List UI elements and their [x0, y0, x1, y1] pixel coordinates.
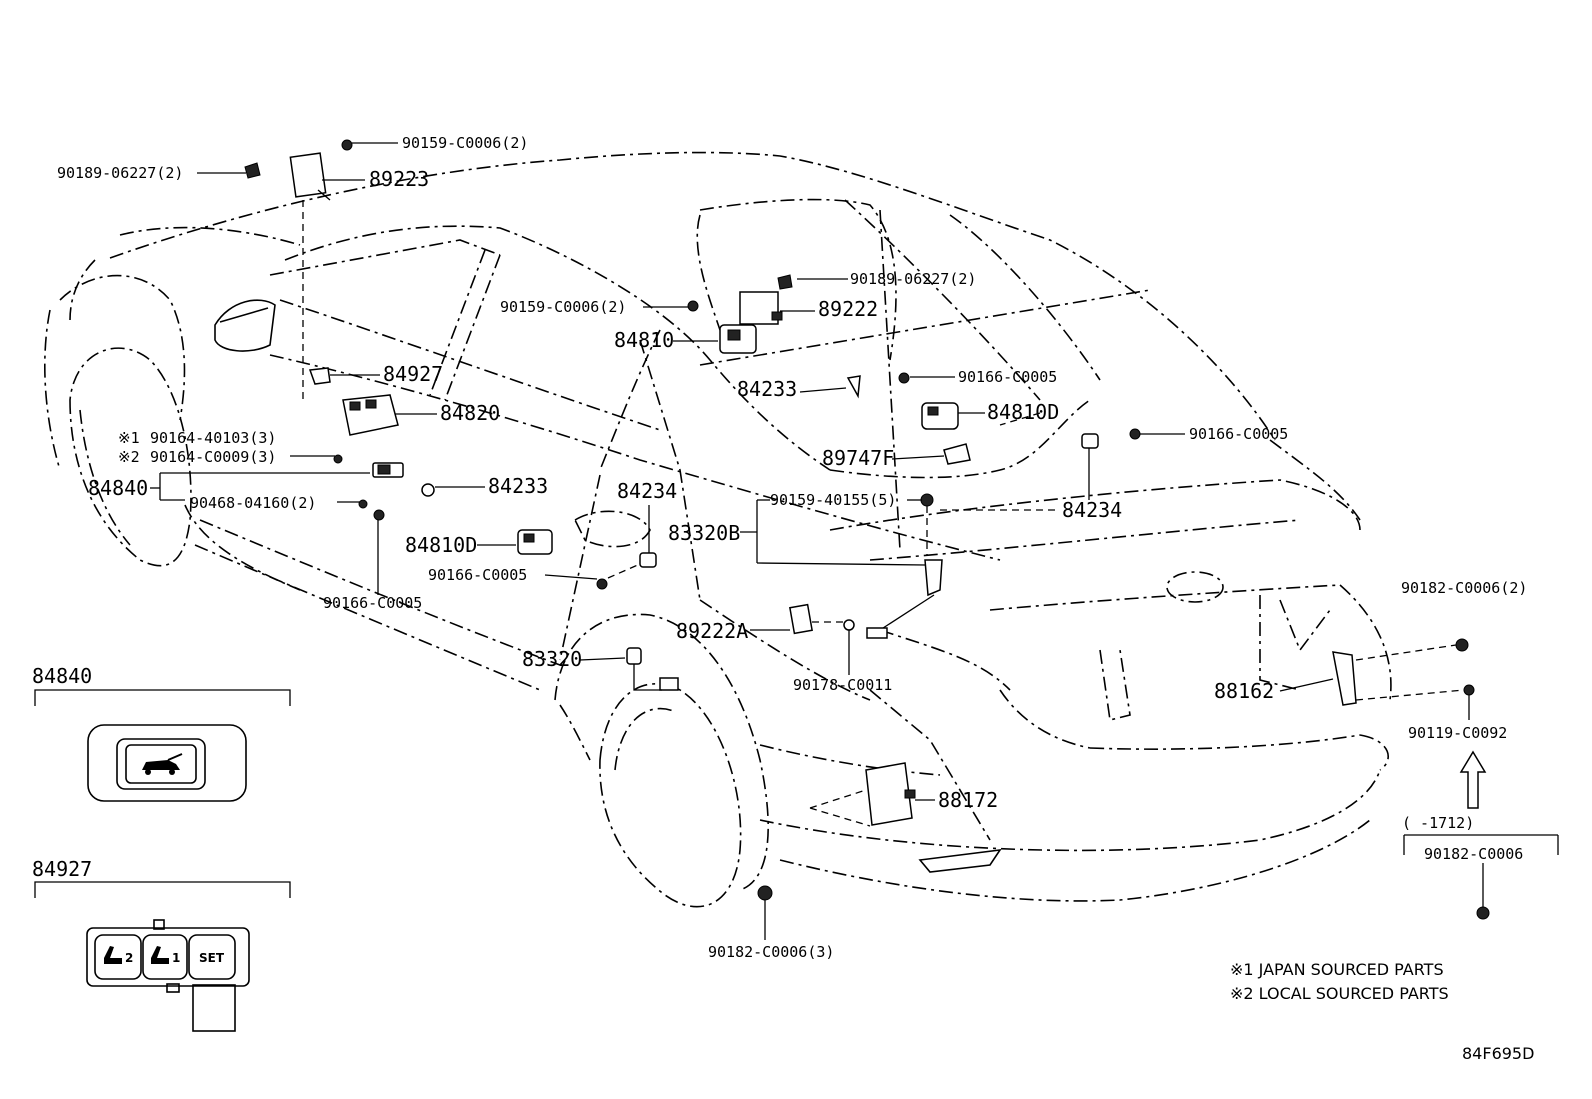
- label-90159-top: 90159-C0006(2): [402, 134, 528, 152]
- label-90166-b: 90166-C0005: [1189, 425, 1288, 443]
- up-arrow-icon: [1459, 750, 1487, 809]
- memory-button-2-label: 2: [125, 951, 133, 965]
- detail-84927: 84927 2 1 SET: [32, 857, 291, 1032]
- part-88172-module: [865, 762, 916, 826]
- part-84233-left: [421, 483, 435, 497]
- part-cable-connector: [866, 627, 888, 639]
- part-84840-switch: [372, 462, 404, 478]
- label-90182-r: 90182-C0006(2): [1401, 579, 1527, 597]
- part-90166-mid: [596, 578, 608, 590]
- part-screw-90468: [358, 499, 368, 509]
- mark-2: ※2: [118, 448, 140, 466]
- label-90182-bottom: 90182-C0006(3): [708, 943, 834, 961]
- part-89747F: [943, 443, 971, 465]
- detail-84927-title: 84927: [32, 857, 92, 881]
- part-90182-nut-r: [1455, 638, 1469, 652]
- label-84234-mid: 84234: [617, 479, 677, 503]
- note-japan-sourced: ※1 JAPAN SOURCED PARTS: [1230, 960, 1444, 979]
- label-84927: 84927: [383, 362, 443, 386]
- label-89747F: 89747F: [822, 446, 894, 470]
- seat-icon: [104, 946, 122, 964]
- part-84810D-right: [921, 402, 959, 430]
- part-90166-b: [1129, 428, 1141, 440]
- memory-button-2: 2: [94, 934, 142, 980]
- car-body-outline: [44, 151, 1392, 908]
- label-90189-mid: 90189-06227(2): [850, 270, 976, 288]
- seat-icon: [151, 946, 169, 964]
- mark-1: ※1: [118, 429, 140, 447]
- label-84234-right: 84234: [1062, 498, 1122, 522]
- label-90166-c: 90166-C0005: [428, 566, 527, 584]
- label-90166-d: 90166-C0005: [323, 594, 422, 612]
- part-screw-90164: [333, 454, 343, 464]
- part-83320-latch: [626, 647, 679, 691]
- part-83320B-latch: [879, 559, 943, 631]
- label-84233-right: 84233: [737, 377, 797, 401]
- memory-button-1-label: 1: [172, 951, 180, 965]
- memory-set-button: SET: [188, 934, 236, 980]
- part-bolt-90159-mid: [687, 300, 699, 312]
- label-90166-a: 90166-C0005: [958, 368, 1057, 386]
- label-90178: 90178-C0011: [793, 676, 892, 694]
- part-89223-module: [289, 152, 331, 201]
- memory-button-1: 1: [142, 934, 188, 980]
- label-90164-1: 90164-40103(3): [150, 429, 276, 447]
- trunk-open-icon: [142, 753, 183, 775]
- part-89222A-module: [789, 603, 813, 635]
- part-clip-90189-top: [244, 162, 261, 179]
- figure-id: 84F695D: [1462, 1044, 1534, 1063]
- label-89222: 89222: [818, 297, 878, 321]
- part-labels: 90189-06227(2) 90159-C0006(2) 89223 9018…: [57, 134, 1527, 961]
- part-90166-a: [898, 372, 910, 384]
- part-90166-left: [373, 509, 385, 521]
- label-90119: 90119-C0092: [1408, 724, 1507, 742]
- label-84810: 84810: [614, 328, 674, 352]
- part-84927-switch-small: [308, 367, 331, 385]
- part-90178-nut: [843, 619, 855, 631]
- label-88162: 88162: [1214, 679, 1274, 703]
- part-84234-right: [1081, 433, 1099, 449]
- part-84810D-left: [517, 529, 553, 555]
- label-90182-single: 90182-C0006: [1424, 845, 1523, 863]
- label-84233-left: 84233: [488, 474, 548, 498]
- label-84810D-right: 84810D: [987, 400, 1059, 424]
- part-90182-nut-single: [1476, 906, 1490, 920]
- serial-range: ( -1712): [1402, 814, 1474, 832]
- label-90159-mid: 90159-C0006(2): [500, 298, 626, 316]
- label-90468: 90468-04160(2): [190, 494, 316, 512]
- label-84840: 84840: [88, 476, 148, 500]
- part-89222-module: [739, 291, 783, 325]
- leader-lines: [150, 142, 1559, 940]
- part-84233-right: [846, 375, 861, 399]
- notes: ※1 JAPAN SOURCED PARTS ※2 LOCAL SOURCED …: [1230, 960, 1449, 1003]
- part-88162-bracket: [1332, 651, 1357, 706]
- part-90119-screw: [1463, 684, 1475, 696]
- label-84810D-left: 84810D: [405, 533, 477, 557]
- part-bolt-90159-top: [341, 139, 353, 151]
- label-90159-40155: 90159-40155(5): [770, 491, 896, 509]
- detail-84840-title: 84840: [32, 664, 92, 688]
- label-90164-2: 90164-C0009(3): [150, 448, 276, 466]
- label-90189-top: 90189-06227(2): [57, 164, 183, 182]
- part-84810-switch: [719, 324, 757, 354]
- part-84820-switch-assy: [342, 394, 399, 436]
- part-clip-90189-mid: [777, 274, 793, 290]
- part-90182-nut-bottom: [757, 885, 773, 901]
- label-88172: 88172: [938, 788, 998, 812]
- part-84234-mid: [639, 552, 657, 568]
- part-90159-40155-screw: [920, 493, 934, 507]
- label-83320B: 83320B: [668, 521, 740, 545]
- label-89223: 89223: [369, 167, 429, 191]
- note-local-sourced: ※2 LOCAL SOURCED PARTS: [1230, 984, 1449, 1003]
- memory-set-button-label: SET: [199, 951, 225, 965]
- label-89222A: 89222A: [676, 619, 748, 643]
- detail-84840: 84840: [32, 664, 291, 802]
- label-83320: 83320: [522, 647, 582, 671]
- label-84820: 84820: [440, 401, 500, 425]
